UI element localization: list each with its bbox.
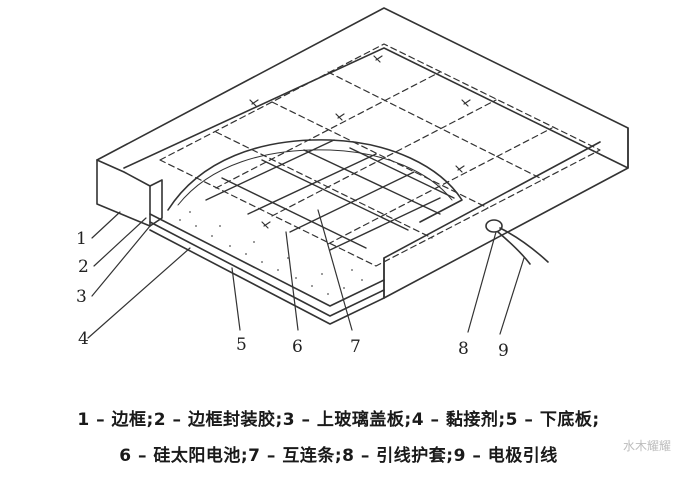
electrode-lead xyxy=(497,227,549,265)
frame-right xyxy=(383,127,629,299)
callout-7: 7 xyxy=(350,337,361,357)
callout-8: 8 xyxy=(458,339,469,359)
callout-4: 4 xyxy=(78,329,89,349)
callout-9: 9 xyxy=(498,341,509,361)
watermark: 水木耀耀 xyxy=(622,439,671,453)
callout-3: 3 xyxy=(76,287,87,307)
lead-sheath xyxy=(485,219,503,233)
layer-edges xyxy=(149,213,385,325)
callout-6: 6 xyxy=(292,337,303,357)
callout-1: 1 xyxy=(76,229,87,249)
callout-2: 2 xyxy=(78,257,89,277)
caption-line-2: 6 – 硅太阳电池;7 – 互连条;8 – 引线护套;9 – 电极引线 xyxy=(119,446,558,466)
adhesive-stipple xyxy=(179,211,363,295)
solar-module-diagram: 1 2 3 4 5 6 7 8 9 xyxy=(76,7,629,361)
dashed-cell-grid xyxy=(159,43,601,267)
exposed-cells xyxy=(205,139,455,251)
callout-5: 5 xyxy=(236,335,247,355)
caption-line-1: 1 – 边框;2 – 边框封装胶;3 – 上玻璃盖板;4 – 黏接剂;5 – 下… xyxy=(77,410,600,430)
cutaway-edge xyxy=(167,139,463,223)
frame-left xyxy=(96,159,151,227)
